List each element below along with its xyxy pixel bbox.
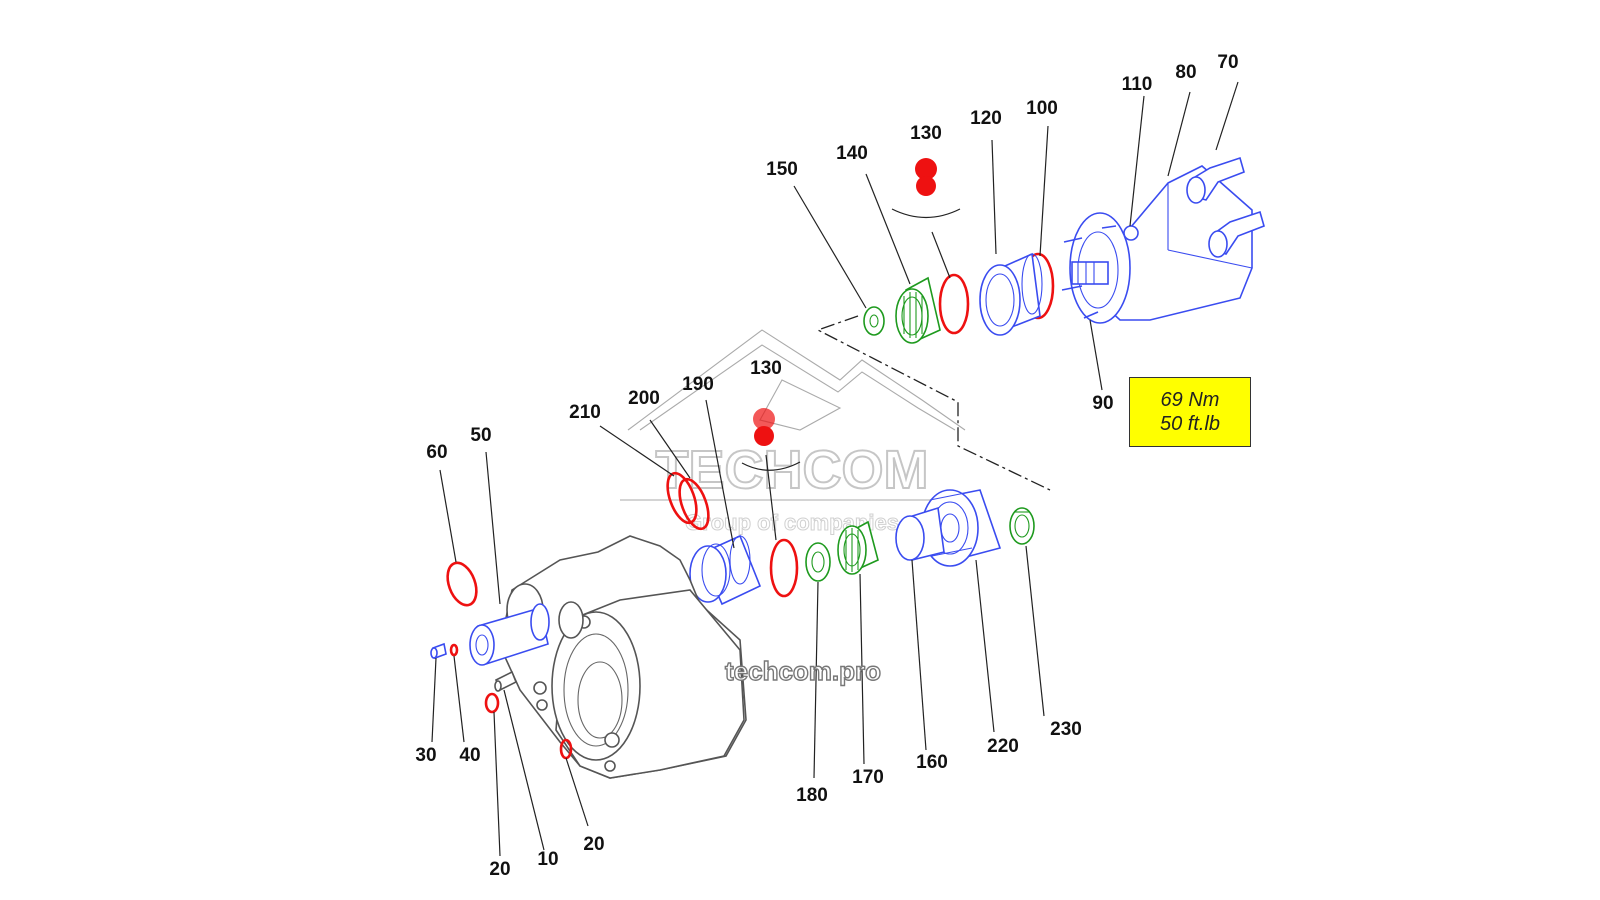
hydraulic-fittings	[1186, 156, 1265, 258]
balls-130-upper	[891, 158, 961, 218]
torque-nm: 69 Nm	[1160, 389, 1220, 411]
callout-40: 40	[459, 745, 480, 766]
balls-130-middle	[741, 408, 801, 471]
needle-bearing-140	[895, 276, 941, 344]
callout-130-middle: 130	[750, 358, 782, 379]
o-ring-60	[446, 561, 478, 607]
callout-20-left: 20	[489, 859, 510, 880]
watermark-brand: TECHCOM	[656, 440, 929, 500]
callout-140: 140	[836, 143, 868, 164]
callout-20-right: 20	[583, 834, 604, 855]
ring-180	[805, 542, 831, 582]
callout-190: 190	[682, 374, 714, 395]
callout-70: 70	[1217, 52, 1238, 73]
o-ring-210	[666, 471, 698, 525]
callout-150: 150	[766, 159, 798, 180]
callout-200: 200	[628, 388, 660, 409]
callout-labels: 70 80 110 100 120 130 140 150 90 130 190…	[415, 52, 1238, 880]
callout-210: 210	[569, 402, 601, 423]
shaft-160	[895, 506, 945, 561]
watermark-logo: TECHCOM Group of companies	[620, 329, 966, 536]
callout-80: 80	[1175, 62, 1196, 83]
shaft-50	[469, 603, 550, 666]
callout-130-upper: 130	[910, 123, 942, 144]
o-ring-130-upper	[938, 273, 970, 335]
watermark-site: techcom.pro	[725, 656, 881, 686]
callout-180: 180	[796, 785, 828, 806]
callout-230: 230	[1050, 719, 1082, 740]
callout-10: 10	[537, 849, 558, 870]
bearing-230	[1009, 507, 1035, 545]
needle-bearing-170	[837, 520, 879, 575]
ring-150	[863, 306, 885, 336]
torque-spec-box: 69 Nm 50 ft.lb	[1129, 377, 1251, 447]
sleeve-190	[689, 534, 762, 606]
screw-30	[430, 642, 447, 660]
callout-120: 120	[970, 108, 1002, 129]
o-ring-130-middle	[769, 538, 799, 598]
o-ring-20-left	[484, 692, 500, 714]
callout-90: 90	[1092, 393, 1113, 414]
callout-100: 100	[1026, 98, 1058, 119]
sleeve-120	[979, 252, 1043, 336]
plug-110	[1123, 225, 1139, 241]
callout-160: 160	[916, 752, 948, 773]
pin-10	[494, 670, 518, 692]
callout-30: 30	[415, 745, 436, 766]
seal-40	[449, 643, 459, 657]
callout-220: 220	[987, 736, 1019, 757]
motor-housing	[1061, 165, 1253, 324]
pump-housing	[499, 535, 747, 779]
callout-110: 110	[1122, 74, 1153, 95]
leader-lines	[431, 81, 1239, 857]
callout-50: 50	[470, 425, 491, 446]
assembly-axis	[816, 315, 1051, 491]
callout-60: 60	[426, 442, 447, 463]
callout-170: 170	[852, 767, 884, 788]
torque-ftlb: 50 ft.lb	[1159, 413, 1221, 435]
